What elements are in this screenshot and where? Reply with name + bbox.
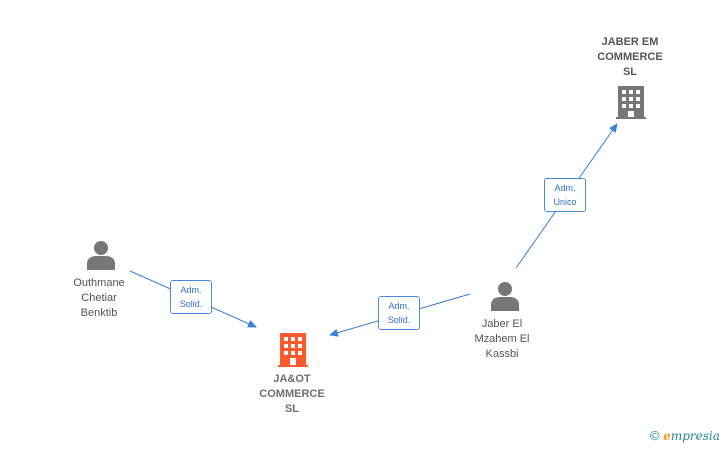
logo-letter: e: [663, 429, 671, 443]
name-line: COMMERCE: [597, 51, 663, 63]
name-line: COMMERCE: [259, 388, 325, 400]
copyright-icon: ©: [650, 428, 660, 443]
name-line: JA&OT: [273, 373, 311, 385]
person-icon[interactable]: [491, 282, 519, 311]
name-line: Mzahem El: [474, 333, 530, 345]
edge-label-adm-unico: Adm. Unico: [544, 178, 586, 212]
edge-label-adm-solid: Adm. Solid.: [378, 296, 420, 330]
logo-text: mpresia: [670, 429, 720, 443]
edge-label-line: Unico: [553, 197, 577, 207]
edge-label-adm-solid: Adm. Solid.: [170, 280, 212, 314]
person-label-outhmane[interactable]: Outhmane Chetiar Benktib: [49, 276, 149, 321]
edge-label-line: Adm.: [554, 183, 576, 193]
name-line: JABER EM: [601, 36, 659, 48]
edge-label-line: Solid.: [179, 299, 203, 309]
edge-label-line: Adm.: [180, 285, 202, 295]
name-line: Jaber El: [481, 318, 523, 330]
edge-label-line: Adm.: [388, 301, 410, 311]
building-icon[interactable]: [278, 333, 308, 367]
name-line: Benktib: [80, 307, 118, 319]
name-line: SL: [284, 403, 300, 415]
person-label-jaber-el[interactable]: Jaber El Mzahem El Kassbi: [452, 317, 552, 362]
edge-label-line: Solid.: [387, 315, 411, 325]
company-label-jaot[interactable]: JA&OT COMMERCE SL: [242, 372, 342, 417]
company-label-jaber-em[interactable]: JABER EM COMMERCE SL: [580, 35, 680, 80]
empresia-logo: empresia: [663, 429, 720, 443]
person-icon[interactable]: [87, 241, 115, 270]
name-line: Chetiar: [81, 292, 117, 304]
empresia-footer: © empresia: [650, 428, 720, 443]
name-line: Kassbi: [485, 348, 519, 360]
building-icon[interactable]: [616, 86, 646, 119]
name-line: SL: [622, 66, 638, 78]
name-line: Outhmane: [73, 277, 125, 289]
